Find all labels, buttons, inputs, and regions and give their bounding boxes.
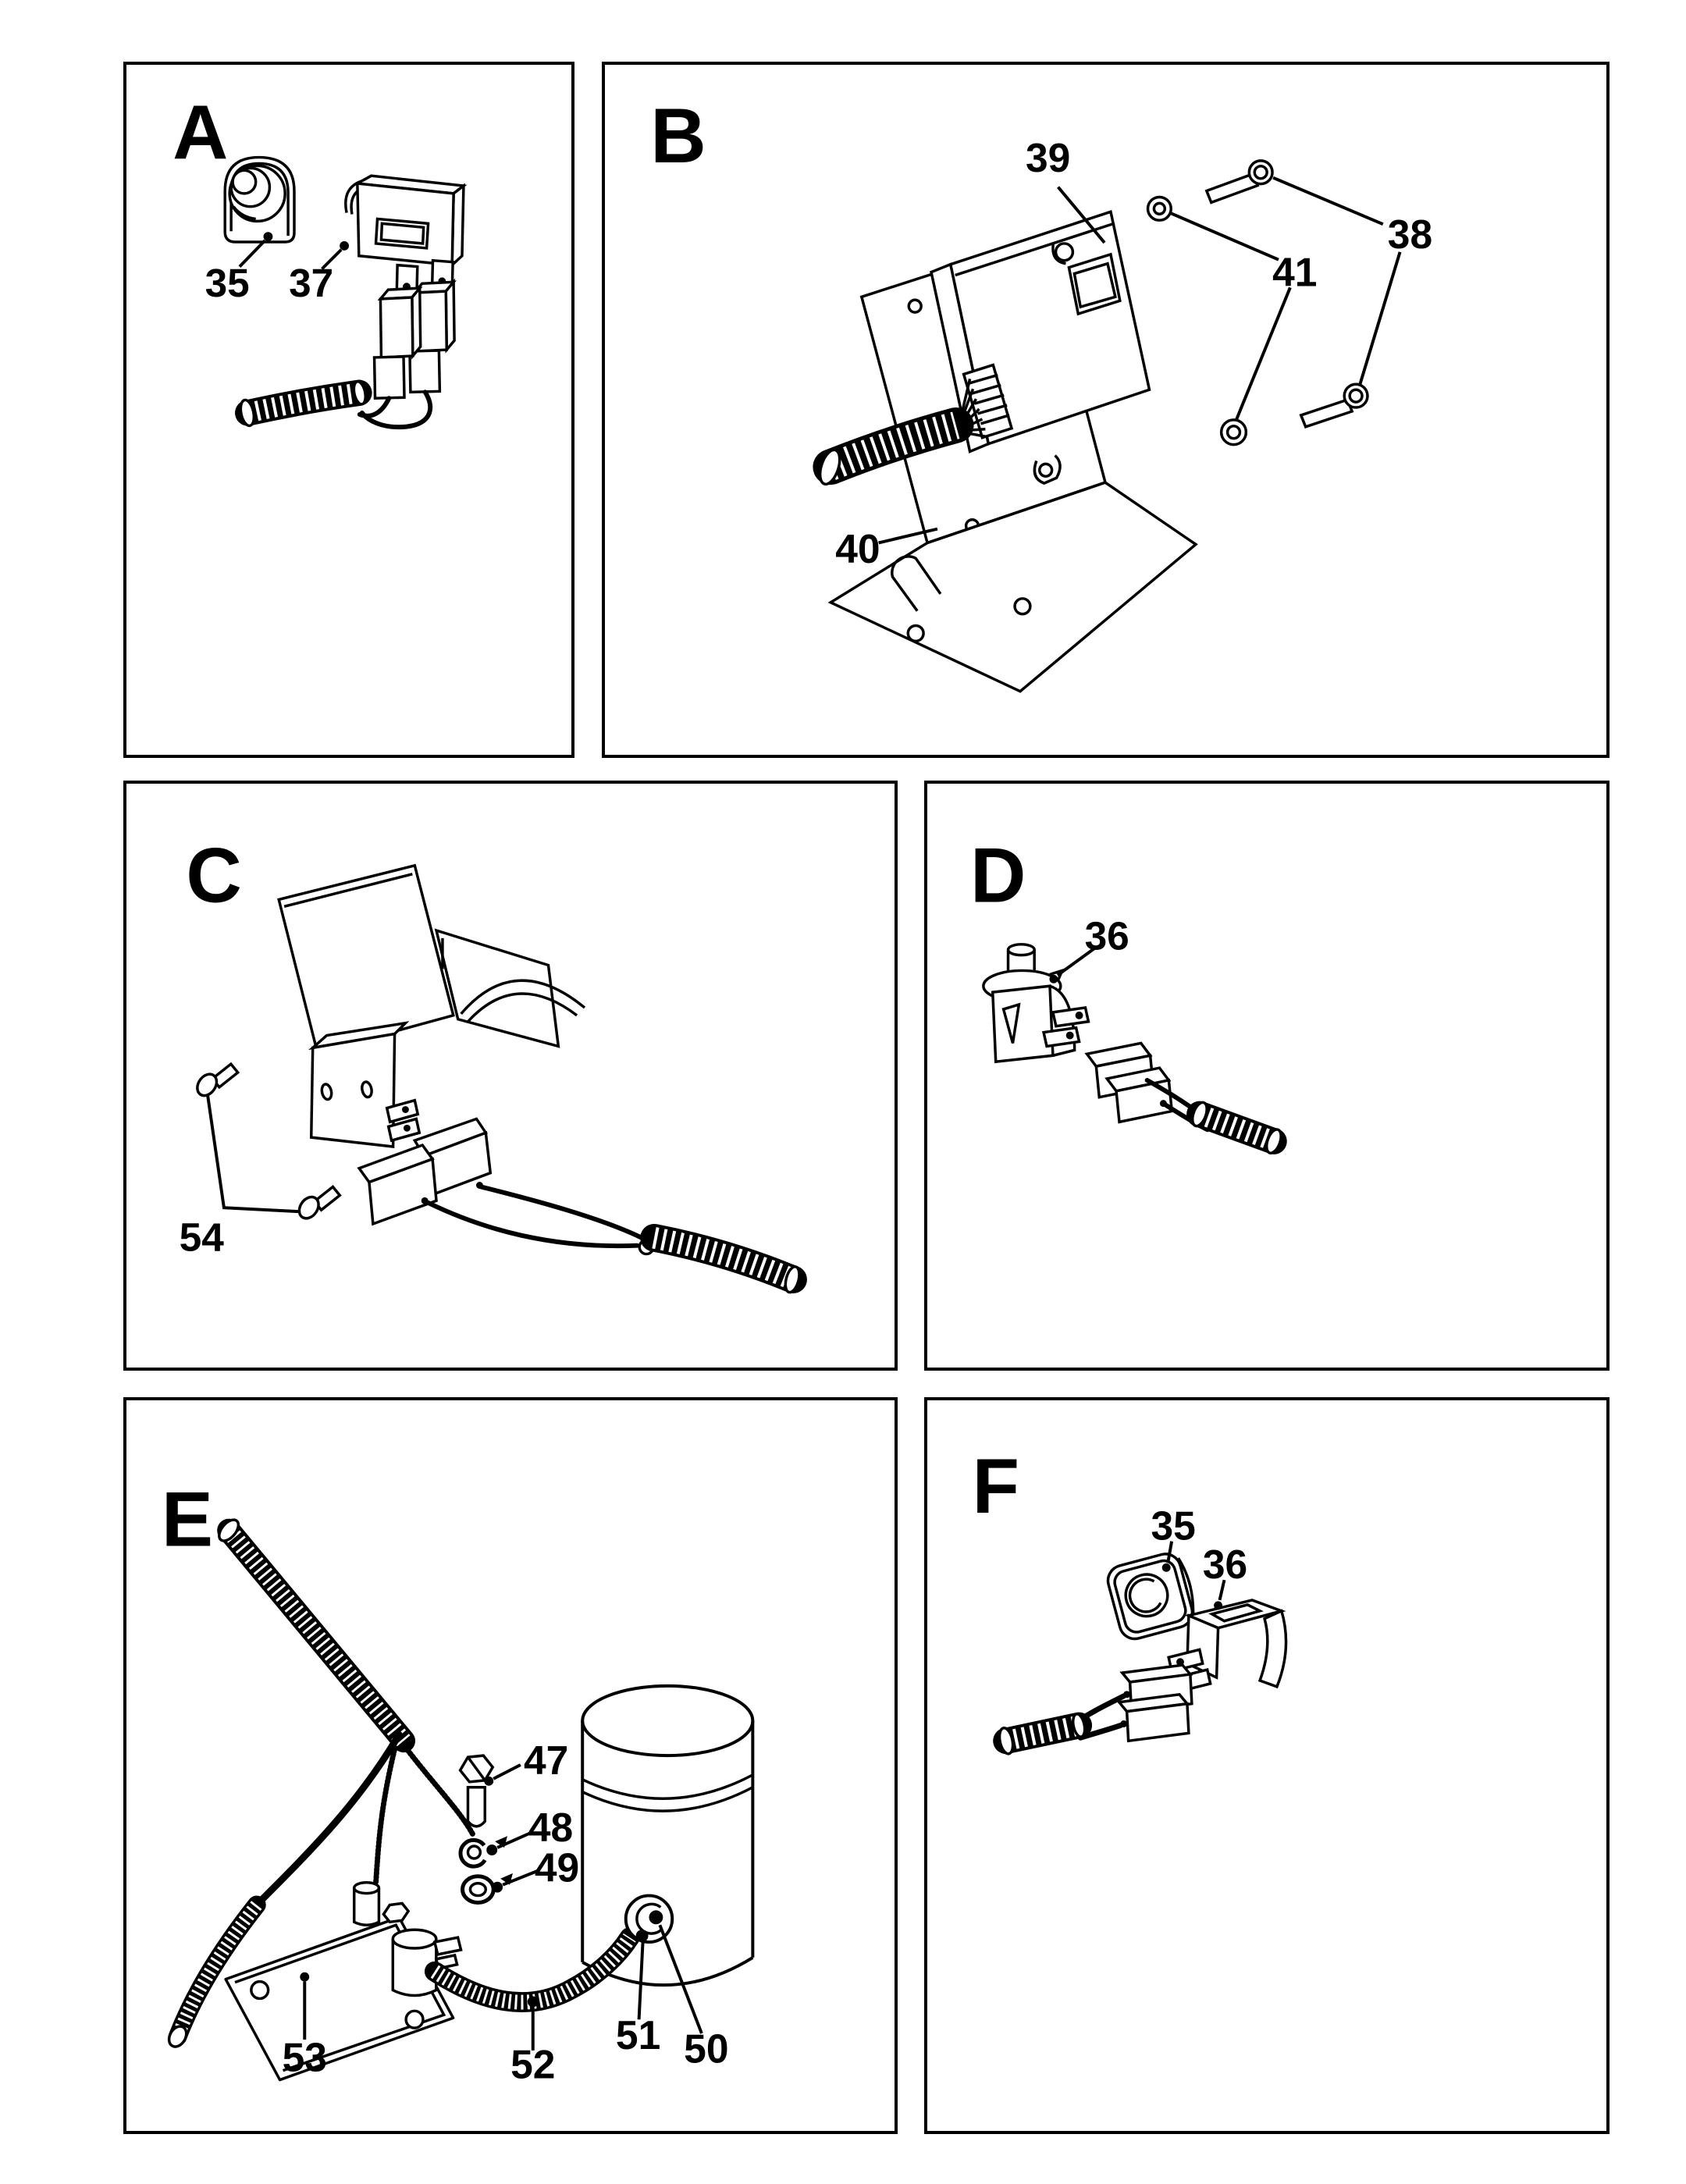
leader-36 <box>1218 1579 1226 1601</box>
interlock-plate-drawing <box>277 863 560 1055</box>
callout-dot-35 <box>1161 1563 1171 1572</box>
panel-a-drawing: A 35 <box>173 90 468 430</box>
part-label-39: 39 <box>1026 135 1070 180</box>
leader-36 <box>1056 945 1098 976</box>
panel-d-drawing: D 36 <box>970 831 1287 1154</box>
leader-37 <box>321 248 343 270</box>
part-label-49: 49 <box>535 1845 579 1891</box>
part-label-36: 36 <box>1203 1542 1247 1587</box>
callout-dot-48 <box>486 1844 498 1856</box>
part-label-38: 38 <box>1388 212 1432 257</box>
panel-e-letter: E <box>162 1476 213 1563</box>
leader-48-arrow <box>495 1836 508 1848</box>
part-label-35: 35 <box>205 261 250 305</box>
panel-e: E <box>123 1397 898 2134</box>
part-label-53: 53 <box>283 2035 327 2080</box>
solenoid-cylinder-drawing <box>581 1684 755 1987</box>
callout-dot-51 <box>635 1930 649 1943</box>
wire-arc-drawing <box>460 979 586 1023</box>
part-label-37: 37 <box>289 261 333 305</box>
callout-dot-37 <box>340 241 349 251</box>
part-label-48: 48 <box>528 1805 573 1850</box>
washers-drawing <box>1146 195 1248 446</box>
leader-39 <box>1057 186 1106 244</box>
panel-a: A 35 <box>123 62 574 758</box>
coiled-wire-drawing <box>993 1712 1093 1755</box>
part-label-41: 41 <box>1272 249 1317 294</box>
panel-c-letter: C <box>186 831 241 918</box>
connector-pair-drawing <box>372 278 457 400</box>
connector-pair-drawing <box>1116 1663 1193 1743</box>
plunger-switch-drawing <box>982 943 1090 1064</box>
callout-dot-36 <box>1049 974 1058 984</box>
leader-40 <box>878 527 938 545</box>
switch-terminals-drawing <box>385 1098 422 1143</box>
solenoid-base-drawing <box>224 1880 463 2082</box>
callout-dot-53 <box>300 1972 310 1982</box>
microswitch-drawing <box>308 1021 410 1148</box>
coiled-wire-drawing <box>235 379 372 428</box>
wire-fan-drawing <box>958 378 988 439</box>
panel-c: C <box>123 781 898 1371</box>
panel-c-drawing: C <box>180 831 807 1294</box>
lock-washer-drawing <box>458 1837 487 1869</box>
leader-35 <box>238 239 266 268</box>
rocker-switch-drawing <box>1167 1599 1288 1693</box>
panel-f-letter: F <box>972 1442 1019 1529</box>
stipple-wire-2 <box>402 1744 476 1838</box>
part-label-50: 50 <box>684 2026 728 2072</box>
leader-50 <box>658 1924 703 2034</box>
callout-dot-49 <box>492 1881 503 1893</box>
grommet-drawing <box>1106 1553 1195 1641</box>
part-label-52: 52 <box>510 2042 555 2087</box>
callout-dot-50 <box>649 1910 663 1925</box>
part-label-35: 35 <box>1151 1503 1195 1549</box>
grommet-drawing <box>223 155 296 244</box>
screws-drawing <box>1204 159 1369 429</box>
panel-b-drawing: B <box>650 93 1432 693</box>
wires-drawing <box>425 1184 645 1249</box>
part-label-51: 51 <box>616 2012 660 2058</box>
leader-51 <box>637 1941 645 2020</box>
panel-b: B <box>602 62 1610 758</box>
coiled-wire-drawing <box>1186 1101 1287 1154</box>
connector-pair-drawing <box>1084 1041 1174 1124</box>
panel-f-drawing: F 35 36 <box>972 1442 1288 1755</box>
leader-38a <box>1272 176 1384 226</box>
panel-a-letter: A <box>173 90 228 176</box>
leader-38b <box>1358 251 1402 386</box>
callout-dot-47 <box>484 1776 494 1786</box>
stipple-wire-1 <box>373 1747 397 1887</box>
wires-drawing <box>357 389 433 430</box>
callout-dot-35 <box>263 232 273 242</box>
part-label-40: 40 <box>835 526 880 571</box>
part-label-47: 47 <box>524 1738 568 1783</box>
spring-coil-wire-drawing <box>167 1895 266 2048</box>
panel-d-letter: D <box>970 831 1026 918</box>
callout-dot-36 <box>1214 1601 1223 1610</box>
hex-bolt-drawing <box>458 1754 495 1828</box>
screws-drawing <box>196 1062 342 1220</box>
leader-35 <box>1166 1541 1174 1563</box>
panel-b-letter: B <box>650 93 706 180</box>
leader-41a <box>1170 212 1279 261</box>
wire-harness-coil-drawing <box>813 378 988 486</box>
part-label-54: 54 <box>180 1215 225 1260</box>
coiled-wire-52-drawing <box>424 1927 640 2012</box>
part-label-36: 36 <box>1085 913 1129 959</box>
panel-e-drawing: E <box>162 1476 755 2087</box>
black-wire <box>253 1730 403 1908</box>
switch-drawing <box>344 174 468 299</box>
coiled-wire-drawing <box>638 1223 807 1294</box>
harness-bundle-drawing <box>217 1518 416 1753</box>
callout-dot-52 <box>527 1996 539 2008</box>
leader-41b <box>1234 286 1292 422</box>
leader-49-arrow <box>500 1873 513 1885</box>
panel-f: F 35 36 <box>924 1397 1610 2134</box>
panel-d: D 36 <box>924 781 1610 1371</box>
leader-47 <box>493 1763 521 1780</box>
flat-washer-drawing <box>461 1874 496 1905</box>
leader-54 <box>206 1095 300 1214</box>
